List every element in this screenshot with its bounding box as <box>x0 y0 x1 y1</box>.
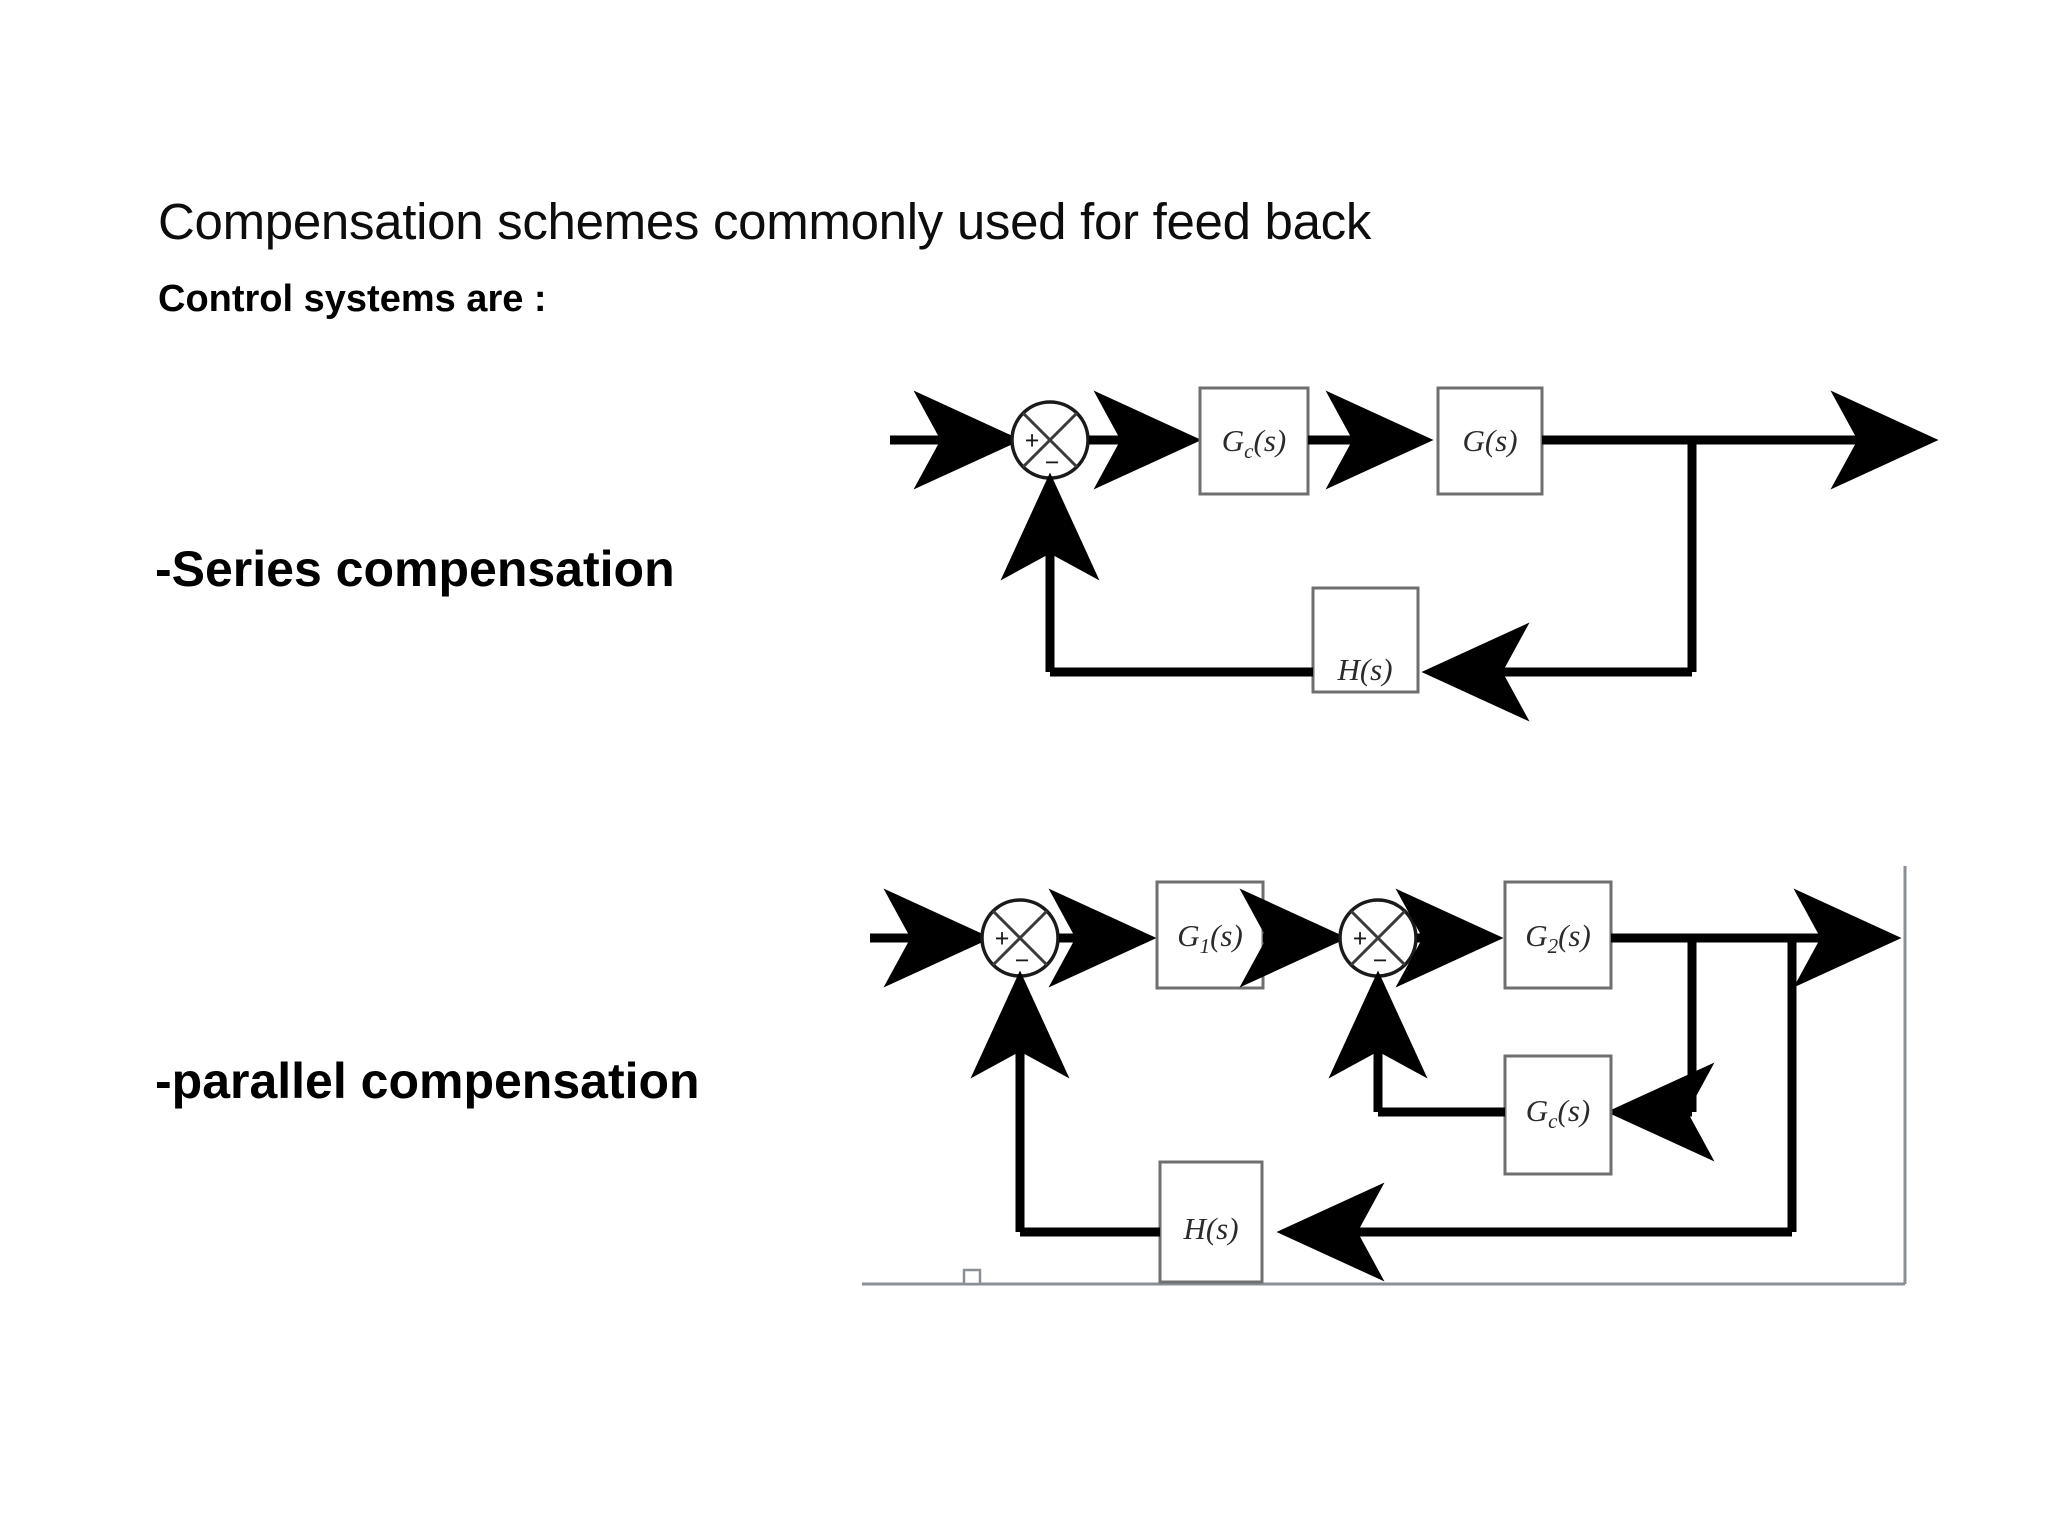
controller-subscript: c <box>1244 439 1254 463</box>
plant-block: G(s) <box>1436 386 1544 496</box>
series-compensation-label: -Series compensation <box>155 541 675 597</box>
plus-sign-1: + <box>1025 426 1040 455</box>
summing-junction-2-2: + − <box>1338 898 1418 978</box>
svg-text:G(s): G(s) <box>1462 423 1517 458</box>
series-compensation-diagram: + − Gc(s) G(s) <box>880 360 1940 722</box>
feedback-label: H <box>1336 652 1361 687</box>
parallel-compensation-label: -parallel compensation <box>155 1053 700 1109</box>
compensator-arg: (s) <box>1558 1093 1591 1128</box>
controller-arg: (s) <box>1254 423 1287 458</box>
page-artifact-notch <box>962 1268 982 1286</box>
forward2-block: G2(s) <box>1503 880 1613 990</box>
svg-text:H(s): H(s) <box>1336 652 1392 687</box>
plant-arg: (s) <box>1485 423 1518 458</box>
forward2-arg: (s) <box>1558 918 1591 953</box>
svg-text:G2(s): G2(s) <box>1525 918 1591 958</box>
feedback-arg: (s) <box>1360 652 1393 687</box>
minus-sign-2-1: − <box>1015 946 1030 975</box>
svg-text:G1(s): G1(s) <box>1177 918 1243 958</box>
feedback-block: H(s) <box>1311 586 1420 694</box>
forward1-block: G1(s) <box>1155 880 1265 990</box>
controller-block: Gc(s) <box>1198 386 1310 496</box>
forward1-subscript: 1 <box>1200 934 1211 958</box>
compensator-subscript: c <box>1548 1109 1558 1133</box>
forward1-label: G <box>1177 918 1199 953</box>
plus-sign-2-1: + <box>995 924 1010 953</box>
svg-text:Gc(s): Gc(s) <box>1222 423 1286 463</box>
forward1-arg: (s) <box>1210 918 1243 953</box>
plus-sign-2-2: + <box>1353 924 1368 953</box>
forward2-subscript: 2 <box>1548 934 1559 958</box>
parallel-compensation-diagram: + − G1(s) + − <box>860 860 1970 1300</box>
feedback-block-2: H(s) <box>1158 1160 1264 1284</box>
compensator-label: G <box>1526 1093 1548 1128</box>
minus-sign-2-2: − <box>1373 946 1388 975</box>
forward2-label: G <box>1525 918 1547 953</box>
plant-label: G <box>1462 423 1484 458</box>
page-subtitle: Control systems are : <box>158 278 547 320</box>
svg-text:H(s): H(s) <box>1182 1211 1238 1246</box>
summing-junction-2-1: + − <box>980 898 1060 978</box>
feedback-label-2: H <box>1182 1211 1207 1246</box>
svg-text:Gc(s): Gc(s) <box>1526 1093 1590 1133</box>
controller-label: G <box>1222 423 1244 458</box>
minus-sign-1: − <box>1045 448 1060 477</box>
summing-junction-1: + − <box>1010 400 1090 480</box>
compensator-block: Gc(s) <box>1503 1054 1613 1176</box>
page-title: Compensation schemes commonly used for f… <box>158 193 1372 250</box>
feedback-arg-2: (s) <box>1206 1211 1239 1246</box>
